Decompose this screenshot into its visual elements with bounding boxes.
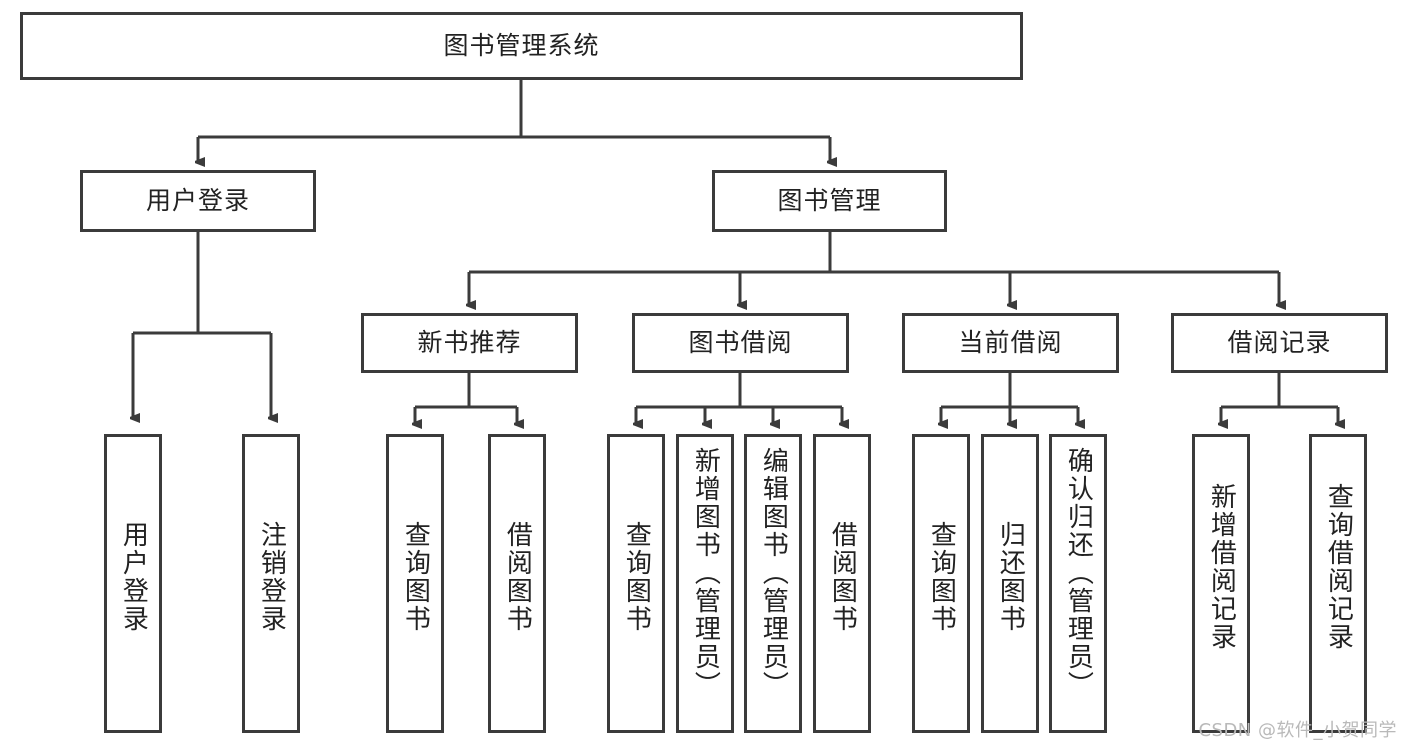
- leaf-return-book[interactable]: 归还图书: [981, 434, 1039, 733]
- node-label: 借阅图书: [827, 521, 858, 633]
- node-label: 新书推荐: [417, 328, 522, 358]
- node-label: 查询图书: [400, 521, 431, 633]
- leaf-logout-login[interactable]: 注销登录: [242, 434, 300, 733]
- node-borrow-record[interactable]: 借阅记录: [1171, 313, 1388, 373]
- node-label: 当前借阅: [958, 328, 1063, 358]
- leaf-add-book[interactable]: 新增图书（管理员）: [676, 434, 734, 733]
- node-user-login[interactable]: 用户登录: [80, 170, 316, 232]
- leaf-query-book-3[interactable]: 查询图书: [912, 434, 970, 733]
- node-new-book-recommend[interactable]: 新书推荐: [361, 313, 578, 373]
- node-label: 注销登录: [256, 521, 287, 633]
- node-label: 新增图书（管理员）: [690, 447, 721, 699]
- node-root-system[interactable]: 图书管理系统: [20, 12, 1023, 80]
- node-label: 图书管理系统: [443, 31, 600, 61]
- node-label: 借阅记录: [1227, 328, 1332, 358]
- leaf-query-book-2[interactable]: 查询图书: [607, 434, 665, 733]
- node-label: 用户登录: [118, 521, 149, 633]
- node-label: 查询借阅记录: [1323, 483, 1354, 651]
- leaf-add-borrow-record[interactable]: 新增借阅记录: [1192, 434, 1250, 733]
- node-label: 借阅图书: [502, 521, 533, 633]
- node-label: 归还图书: [995, 521, 1026, 633]
- leaf-confirm-return[interactable]: 确认归还（管理员）: [1049, 434, 1107, 733]
- leaf-borrow-book-1[interactable]: 借阅图书: [488, 434, 546, 733]
- watermark-text: CSDN @软件_小贺同学: [1198, 720, 1397, 741]
- node-book-borrow[interactable]: 图书借阅: [632, 313, 849, 373]
- node-label: 确认归还（管理员）: [1063, 447, 1094, 699]
- node-label: 用户登录: [145, 186, 250, 216]
- leaf-borrow-book-2[interactable]: 借阅图书: [813, 434, 871, 733]
- node-label: 新增借阅记录: [1206, 483, 1237, 651]
- leaf-query-borrow-record[interactable]: 查询借阅记录: [1309, 434, 1367, 733]
- leaf-edit-book[interactable]: 编辑图书（管理员）: [744, 434, 802, 733]
- node-label: 查询图书: [621, 521, 652, 633]
- leaf-user-login[interactable]: 用户登录: [104, 434, 162, 733]
- leaf-query-book-1[interactable]: 查询图书: [386, 434, 444, 733]
- node-current-borrow[interactable]: 当前借阅: [902, 313, 1119, 373]
- node-label: 查询图书: [926, 521, 957, 633]
- node-book-manage[interactable]: 图书管理: [712, 170, 947, 232]
- node-label: 编辑图书（管理员）: [758, 447, 789, 699]
- node-label: 图书管理: [777, 186, 882, 216]
- node-label: 图书借阅: [688, 328, 793, 358]
